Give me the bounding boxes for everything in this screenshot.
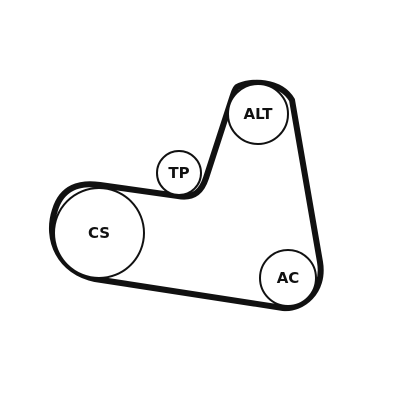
drive-belt [48,79,324,312]
tensioner-label: TP [168,164,189,182]
ac-compressor-label: AC [277,269,300,287]
alternator-label: ALT [244,105,274,123]
ac-compressor-pulley: AC [259,249,317,307]
alternator-pulley-circle [227,83,289,145]
ac-compressor-pulley-circle [259,249,317,307]
crankshaft-pulley-circle [53,187,145,279]
crankshaft-pulley: CS [53,187,145,279]
tensioner-pulley-circle [156,150,202,196]
crankshaft-label: CS [88,224,110,242]
alternator-pulley: ALT [227,83,289,145]
tensioner-pulley: TP [156,150,202,196]
